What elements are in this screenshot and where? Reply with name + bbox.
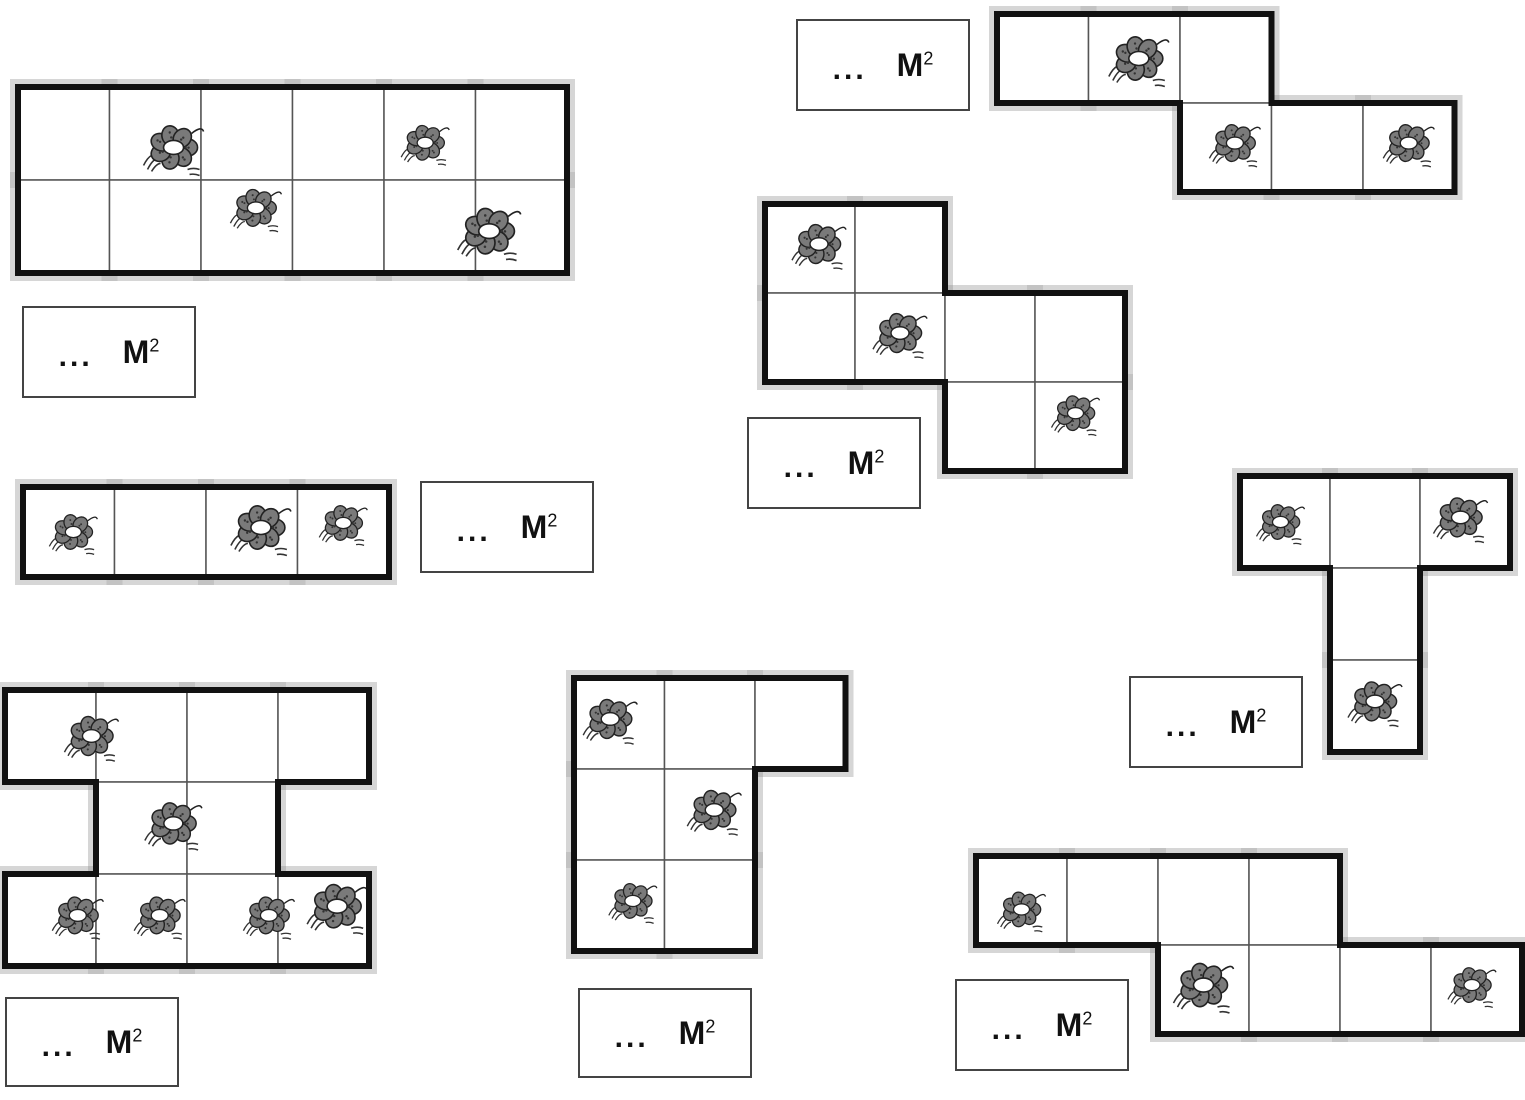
answer-box-shape-h[interactable]: ... M2 xyxy=(955,979,1129,1071)
grid-cell xyxy=(18,180,110,273)
grid-cell xyxy=(201,87,293,180)
unit-label: M2 xyxy=(106,1024,143,1061)
grid-cell xyxy=(1330,476,1420,568)
answer-box-shape-c[interactable]: ... M2 xyxy=(5,997,179,1087)
grid-cell xyxy=(115,487,207,577)
grid-shape-b xyxy=(15,479,397,585)
grid-shape-d xyxy=(566,670,854,959)
unit-label: M2 xyxy=(679,1015,716,1052)
grid-cell xyxy=(187,690,278,782)
grid-cell xyxy=(997,14,1089,103)
answer-blank[interactable]: ... xyxy=(42,1030,76,1064)
answer-box-shape-g[interactable]: ... M2 xyxy=(1129,676,1303,768)
answer-blank[interactable]: ... xyxy=(615,1021,649,1055)
grid-cell xyxy=(278,690,369,782)
grid-cell xyxy=(945,382,1035,471)
grid-cell xyxy=(293,180,385,273)
grid-cell xyxy=(574,769,665,860)
grid-cell xyxy=(665,860,756,951)
unit-label: M2 xyxy=(1230,704,1267,741)
grid-cell xyxy=(110,180,202,273)
grid-cell xyxy=(855,204,945,293)
grid-cell xyxy=(1330,568,1420,660)
grid-shape-a xyxy=(10,79,575,281)
unit-label: M2 xyxy=(848,445,885,482)
answer-box-shape-a[interactable]: ... M2 xyxy=(22,306,196,398)
answer-box-shape-b[interactable]: ... M2 xyxy=(420,481,594,573)
grid-shape-c xyxy=(0,682,377,974)
grid-cell xyxy=(1249,945,1340,1034)
grid-cell xyxy=(293,87,385,180)
grid-cell xyxy=(1272,103,1364,192)
grid-cell xyxy=(384,180,476,273)
unit-label: M2 xyxy=(521,509,558,546)
grid-cell xyxy=(476,87,568,180)
unit-label: M2 xyxy=(123,334,160,371)
grid-cell xyxy=(1158,856,1249,945)
grid-cell xyxy=(187,782,278,874)
answer-blank[interactable]: ... xyxy=(833,53,867,87)
grid-cell xyxy=(1340,945,1431,1034)
answer-box-shape-e[interactable]: ... M2 xyxy=(796,19,970,111)
answer-blank[interactable]: ... xyxy=(457,515,491,549)
answer-box-shape-f[interactable]: ... M2 xyxy=(747,417,921,509)
answer-blank[interactable]: ... xyxy=(992,1013,1026,1047)
answer-box-shape-d[interactable]: ... M2 xyxy=(578,988,752,1078)
answer-blank[interactable]: ... xyxy=(784,451,818,485)
answer-blank[interactable]: ... xyxy=(1166,710,1200,744)
grid-cell xyxy=(18,87,110,180)
grid-shape-e xyxy=(989,6,1463,200)
grid-cell xyxy=(945,293,1035,382)
grid-cell xyxy=(755,678,846,769)
grid-cell xyxy=(1180,14,1272,103)
grid-cell xyxy=(1067,856,1158,945)
grid-cell xyxy=(1249,856,1340,945)
grid-cell xyxy=(765,293,855,382)
unit-label: M2 xyxy=(1056,1007,1093,1044)
grid-cell xyxy=(1035,293,1125,382)
grid-cell xyxy=(665,678,756,769)
answer-blank[interactable]: ... xyxy=(59,340,93,374)
unit-label: M2 xyxy=(897,47,934,84)
